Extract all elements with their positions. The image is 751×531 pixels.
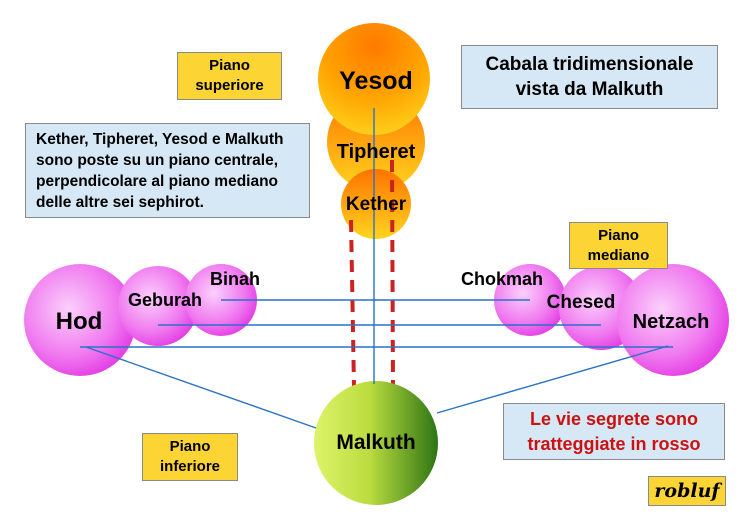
brand-logo: robluf <box>648 476 726 506</box>
middle-plane-label: Piano mediano <box>569 222 668 269</box>
tipheret-label: Tipheret <box>337 141 416 163</box>
binah-label: Binah <box>210 269 260 289</box>
secret-path-left <box>349 219 356 389</box>
central-plane-note: Kether, Tipheret, Yesod e Malkuth sono p… <box>25 123 310 218</box>
yesod-label: Yesod <box>339 67 413 95</box>
geburah-sphere <box>118 266 198 346</box>
secret-path-right <box>390 159 395 389</box>
chesed-label: Chesed <box>547 292 616 313</box>
netzach-sphere <box>617 264 729 376</box>
chokmah-label: Chokmah <box>461 269 543 289</box>
blue-paths <box>80 108 673 429</box>
secret-paths-note: Le vie segrete sono tratteggiate in ross… <box>503 403 725 460</box>
yesod-sphere <box>318 23 430 135</box>
kether-label: Kether <box>346 194 407 215</box>
upper-plane-label: Piano superiore <box>177 52 282 100</box>
netzach-label: Netzach <box>633 311 710 333</box>
diagram-title: Cabala tridimensionale vista da Malkuth <box>461 45 718 109</box>
malkuth-label: Malkuth <box>336 431 415 454</box>
hod-label: Hod <box>56 308 103 335</box>
malkuth-sphere <box>314 381 438 505</box>
geburah-label: Geburah <box>128 290 202 310</box>
lower-plane-label: Piano inferiore <box>142 433 238 481</box>
hod-sphere <box>24 264 136 376</box>
